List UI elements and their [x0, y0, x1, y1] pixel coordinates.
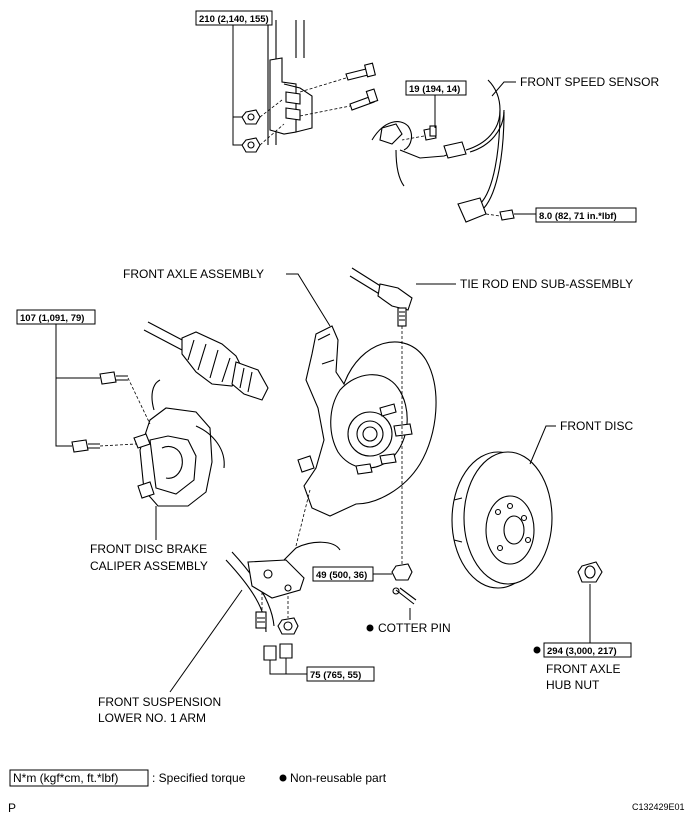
front-axle-assembly: [297, 325, 437, 517]
label-tie-rod-end: TIE ROD END SUB-ASSEMBLY: [460, 277, 633, 291]
torque-bracket-text: 210 (2,140, 155): [199, 14, 269, 25]
torque-hub-nut-text: 294 (3,000, 217): [547, 646, 617, 657]
torque-box-hub-nut: [543, 642, 632, 658]
label-lower-arm-line1: FRONT SUSPENSION: [98, 695, 221, 709]
lower-arm-bolt-nut: [255, 611, 299, 661]
torque-box-sensor-clip: [535, 207, 637, 223]
torque-bracket-leader: [232, 25, 242, 146]
legend-unit-text: : Specified torque: [152, 771, 246, 785]
legend-nonreusable-text: Non-reusable part: [290, 771, 387, 785]
bracket-bolts: [299, 62, 379, 117]
label-caliper-line1: FRONT DISC BRAKE: [90, 542, 207, 556]
label-front-speed-sensor: FRONT SPEED SENSOR: [520, 75, 659, 89]
label-caliper-line2: CALIPER ASSEMBLY: [90, 559, 208, 573]
hub-nut-bullet-icon: [533, 646, 541, 654]
legend-unit-box: [9, 769, 149, 787]
torque-box-bracket: [195, 10, 273, 26]
label-hub-nut-line2: HUB NUT: [546, 678, 600, 692]
cotter-pin: [392, 587, 417, 605]
torque-sensor-bolt-text: 19 (194, 14): [409, 84, 460, 95]
drive-shaft: [143, 321, 269, 401]
torque-tierod-nut-text: 49 (500, 36): [316, 570, 367, 581]
torque-lower-arm-text: 75 (765, 55): [310, 670, 361, 681]
tie-rod-nut: [391, 563, 413, 581]
tie-rod-end: [349, 267, 413, 327]
brake-caliper: [133, 379, 225, 507]
footer-page-letter: P: [8, 801, 16, 815]
lower-arm: [225, 489, 341, 633]
cotter-pin-bullet-icon: [366, 624, 374, 632]
front-disc: [451, 451, 553, 589]
speed-sensor: [371, 79, 515, 223]
label-cotter-pin: COTTER PIN: [378, 621, 451, 635]
strut-bracket: [267, 20, 313, 145]
torque-box-sensor-bolt: [405, 80, 467, 96]
label-hub-nut-line1: FRONT AXLE: [546, 662, 620, 676]
torque-caliper-leader: [55, 324, 100, 447]
hub-nut: [577, 561, 603, 583]
leader-lower-arm: [169, 589, 243, 693]
torque-lower-arm-leader: [269, 658, 307, 675]
legend-unit-box-text: N*m (kgf*cm, ft.*lbf): [13, 771, 118, 785]
torque-caliper-text: 107 (1,091, 79): [20, 313, 84, 324]
label-front-axle-assembly: FRONT AXLE ASSEMBLY: [123, 267, 264, 281]
label-front-disc: FRONT DISC: [560, 419, 633, 433]
leader-front-disc: [529, 425, 556, 465]
legend-bullet-icon: [279, 774, 287, 782]
leader-front-axle-assembly: [286, 273, 331, 327]
caliper-bolts: [71, 371, 151, 453]
leader-front-speed-sensor: [491, 81, 516, 97]
footer-figure-code: C132429E01: [632, 802, 685, 812]
label-lower-arm-line2: LOWER NO. 1 ARM: [98, 711, 206, 725]
torque-sensor-clip-text: 8.0 (82, 71 in.*lbf): [539, 211, 617, 222]
